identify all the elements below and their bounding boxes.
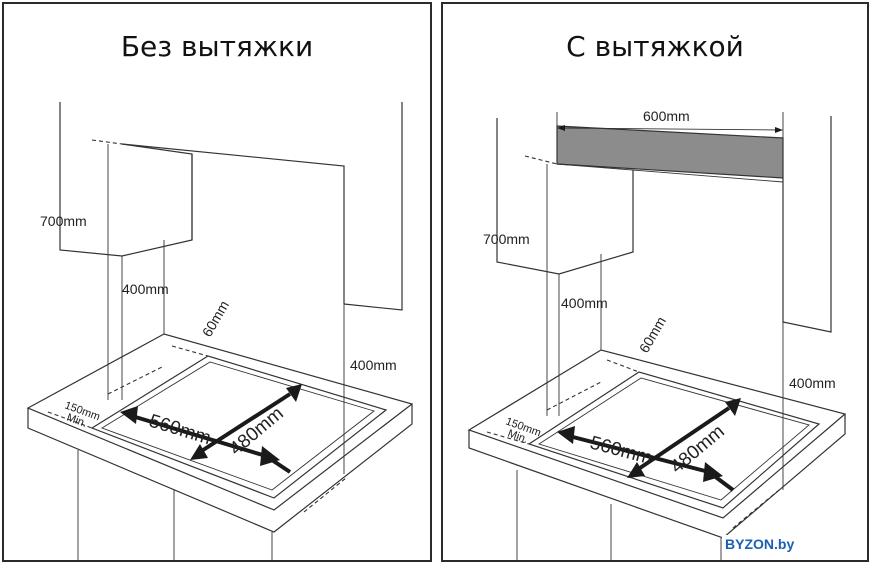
label-back-gap: 60mm (636, 314, 669, 356)
diagram-without-hood: 700mm 400mm 400mm 60mm 150mm Min. 560mm … (26, 102, 414, 560)
label-cabinet-gap: 400mm (561, 295, 608, 311)
label-hood-width: 600mm (643, 108, 690, 124)
label-cutout-width: 560mm (588, 433, 655, 470)
right-wall-line (782, 116, 832, 333)
label-cabinet-gap: 400mm (122, 281, 169, 297)
label-back-gap: 60mm (199, 298, 232, 340)
hob-cutout (527, 371, 821, 509)
label-side-gap: 400mm (350, 357, 397, 373)
range-hood (556, 125, 784, 179)
panel-without-hood: Без вытяжки 700mm 400mm 4 (2, 2, 432, 562)
label-upper-height: 700mm (483, 231, 530, 247)
panel-with-hood: С вытяжкой (441, 2, 869, 562)
diagram-with-hood: 600mm 700mm 400mm 400mm 60mm 150mm Min. … (467, 108, 847, 560)
label-side-gap: 400mm (789, 375, 836, 391)
hob-cutout (90, 355, 388, 499)
panel-title: С вытяжкой (566, 30, 744, 63)
wall-cabinet-outline (59, 102, 193, 257)
right-wall-line (343, 102, 403, 311)
panel-title: Без вытяжки (120, 30, 314, 63)
upper-cabinet-line (121, 143, 345, 304)
label-upper-height: 700mm (40, 213, 87, 229)
label-cutout-width: 560mm (147, 411, 214, 450)
watermark-logo: BYZON.by (722, 535, 798, 553)
